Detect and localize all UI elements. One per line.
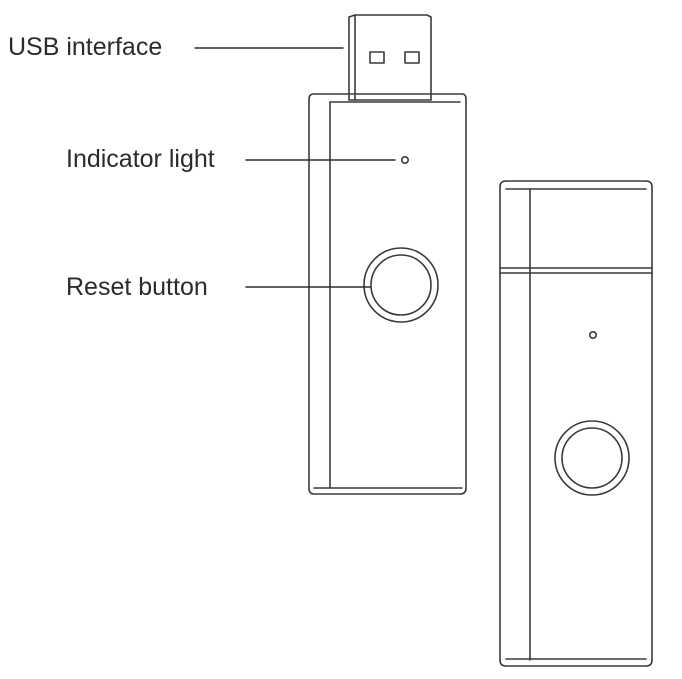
right-dongle-body [499, 180, 653, 667]
left-usb-dongle [308, 14, 467, 495]
right-usb-dongle [499, 180, 653, 667]
right-indicator-light [588, 330, 597, 339]
indicator-light-label: Indicator light [66, 145, 215, 173]
right-reset-button [554, 420, 630, 496]
callout-lines [194, 47, 396, 288]
reset-button-label: Reset button [66, 273, 208, 301]
usb-interface-label: USB interface [8, 33, 163, 61]
cap-seam [499, 267, 653, 274]
left-reset-button [363, 247, 439, 323]
usb-plug [348, 14, 432, 101]
left-dongle-body [308, 93, 467, 495]
left-indicator-light [400, 156, 409, 165]
